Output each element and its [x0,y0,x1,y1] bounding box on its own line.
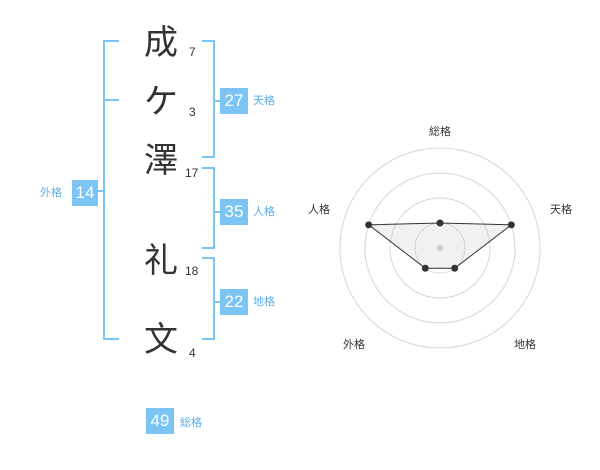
radar-grid-ring [339,147,541,349]
jinkaku-label: 人格 [253,205,275,218]
chikaku-value-badge: 22 [220,289,248,315]
soukaku-label: 総格 [180,416,202,429]
name-char-4: 礼 [144,241,178,281]
jinkaku-bracket [202,167,215,249]
stroke-count-1: 7 [189,45,196,59]
radar-axis-label-soukaku: 総格 [429,125,451,138]
radar-point-3 [421,264,429,272]
name-char-3: 澤 [144,141,178,181]
tenkaku-value-badge: 27 [220,88,248,114]
chikaku-label: 地格 [253,295,275,308]
radar-grid-ring [364,172,516,324]
radar-point-0 [436,219,444,227]
radar-point-2 [451,264,459,272]
radar-axis-label-jinkaku: 人格 [308,203,330,216]
radar-center-dot [437,245,443,251]
name-char-5: 文 [144,320,178,360]
jinkaku-value-badge: 35 [220,199,248,225]
name-char-2: ケ [144,82,178,122]
stroke-count-2: 3 [189,105,196,119]
stroke-count-4: 18 [185,264,199,278]
tenkaku-bracket [202,40,215,158]
radar-axis-label-gaikaku: 外格 [343,338,365,351]
tenkaku-label: 天格 [253,94,275,107]
radar-axis-label-tenkaku: 天格 [550,203,572,216]
soukaku-value-badge: 49 [146,408,174,434]
radar-series-polygon [367,222,513,269]
chikaku-bracket [202,257,215,340]
radar-point-4 [365,221,373,229]
gaikaku-value-badge: 14 [72,180,98,206]
radar-axis-label-chikaku: 地格 [514,338,536,351]
name-char-1: 成 [144,23,178,63]
gaikaku-label: 外格 [40,186,62,199]
radar-point-1 [507,221,515,229]
stroke-count-5: 4 [189,346,196,360]
radar-grid-ring [389,197,491,299]
stroke-count-3: 17 [185,166,199,180]
